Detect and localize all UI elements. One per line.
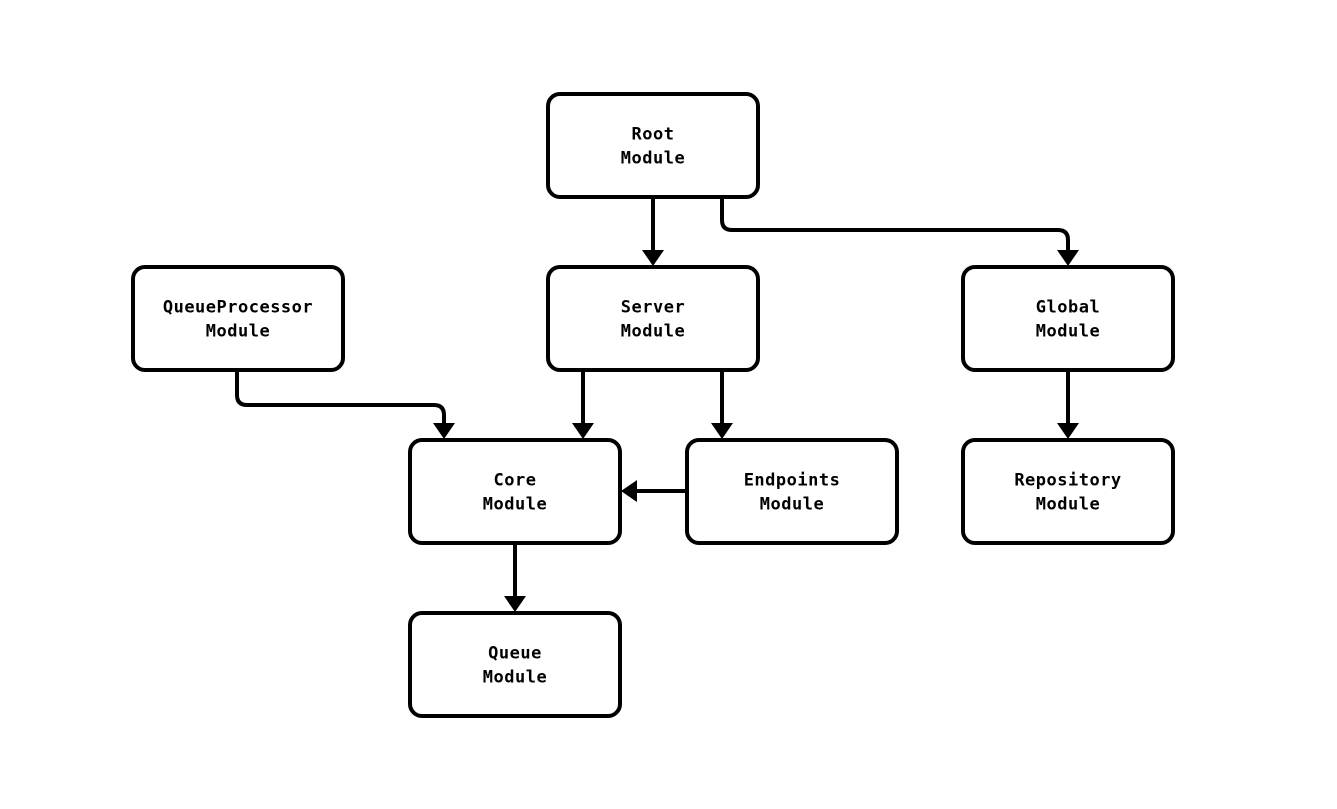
edge-core-to-queue — [504, 543, 526, 612]
node-label-line1: Queue — [488, 644, 542, 664]
node-label-line1: Repository — [1014, 471, 1121, 491]
node-label-line1: Core — [494, 471, 537, 491]
edge-global-to-repository — [1057, 370, 1079, 439]
edges-layer — [235, 197, 1079, 612]
edge-endpoints-to-core — [621, 480, 687, 502]
node-label-line2: Module — [621, 149, 685, 169]
edge-queueprocessor-to-core — [235, 370, 455, 439]
node-label-line2: Module — [206, 322, 270, 342]
node-label-line1: Root — [632, 125, 675, 145]
arrow-head-icon — [572, 423, 594, 439]
node-label-line2: Module — [760, 495, 824, 515]
arrow-head-icon — [642, 250, 664, 266]
edge-line — [235, 370, 446, 425]
arrow-head-icon — [621, 480, 637, 502]
node-box[interactable] — [408, 611, 622, 718]
edge-line — [720, 197, 1070, 252]
arrow-head-icon — [711, 423, 733, 439]
node-box[interactable] — [685, 438, 899, 545]
arrow-head-icon — [433, 423, 455, 439]
edge-server-to-endpoints — [711, 370, 733, 439]
edge-root-to-global — [720, 197, 1079, 266]
arrow-head-icon — [1057, 250, 1079, 266]
arrow-head-icon — [1057, 423, 1079, 439]
node-label-line2: Module — [483, 668, 547, 688]
node-box[interactable] — [408, 438, 622, 545]
arrow-head-icon — [504, 596, 526, 612]
node-label-line2: Module — [621, 322, 685, 342]
node-box[interactable] — [961, 438, 1175, 545]
node-box[interactable] — [131, 265, 345, 372]
edge-server-to-core — [572, 370, 594, 439]
nodes-layer: RootModuleQueueProcessorModuleServerModu… — [131, 92, 1175, 718]
node-box[interactable] — [546, 265, 760, 372]
node-label-line1: QueueProcessor — [163, 298, 313, 318]
edge-root-to-server — [642, 197, 664, 266]
node-label-line1: Server — [621, 298, 685, 318]
node-label-line2: Module — [1036, 495, 1100, 515]
node-box[interactable] — [961, 265, 1175, 372]
node-label-line2: Module — [1036, 322, 1100, 342]
node-box[interactable] — [546, 92, 760, 199]
node-label-line1: Endpoints — [744, 471, 841, 491]
node-label-line1: Global — [1036, 298, 1100, 318]
node-label-line2: Module — [483, 495, 547, 515]
